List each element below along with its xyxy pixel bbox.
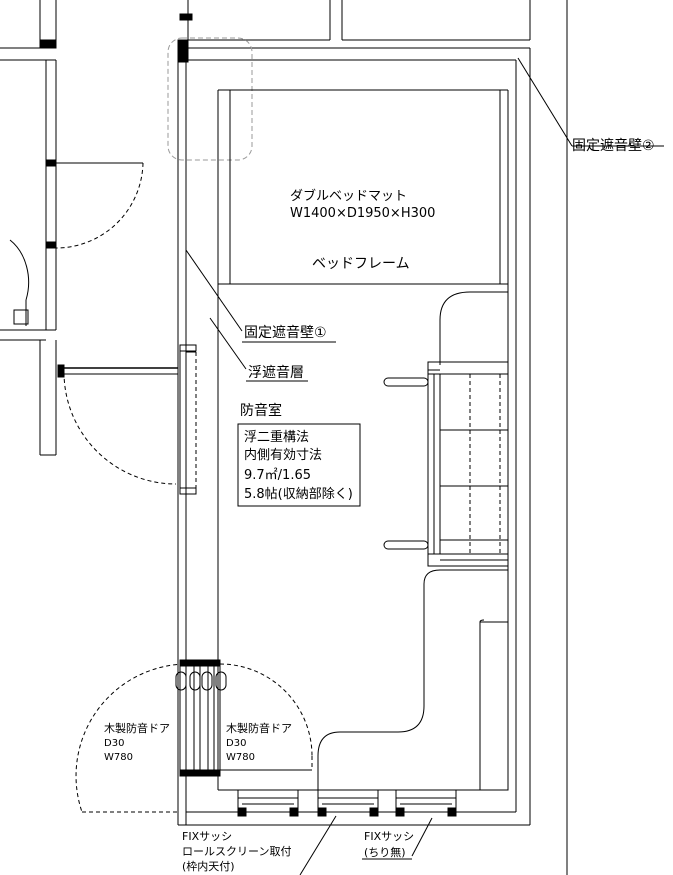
leader-lines xyxy=(185,57,664,875)
label-fixed-wall-2: 固定遮音壁② xyxy=(572,137,655,154)
left-neighbor-walls xyxy=(0,0,57,456)
label-door-right-name: 木製防音ドア xyxy=(226,721,292,735)
outer-fixed-wall xyxy=(177,39,531,826)
left-swing-door-upper xyxy=(55,162,144,249)
fix-sash-2 xyxy=(317,789,379,817)
spec-box xyxy=(237,423,361,507)
label-fix-right-1: FIXサッシ xyxy=(364,830,414,843)
left-swing-door-lower xyxy=(57,364,178,485)
label-fix-left-2: ロールスクリーン取付 xyxy=(182,845,291,858)
label-mattress-name: ダブルベッドマット xyxy=(290,188,407,204)
soundproof-double-door xyxy=(75,659,313,813)
label-bed-frame: ベッドフレーム xyxy=(312,256,410,272)
label-door-left-d: D30 xyxy=(104,738,124,749)
label-spec-tatami: 5.8帖(収納部除く) xyxy=(244,487,353,502)
label-spec-method: 浮二重構法 xyxy=(244,429,309,445)
label-door-right-d: D30 xyxy=(226,738,246,749)
storage-unit xyxy=(383,291,509,567)
label-fix-left-3: (枠内天付) xyxy=(182,859,235,873)
counter-unit xyxy=(317,569,509,791)
label-fix-left-1: FIXサッシ xyxy=(182,830,232,843)
label-floating-layer: 浮遮音層 xyxy=(248,364,304,381)
label-spec-dim: 内側有効寸法 xyxy=(244,447,322,463)
label-door-left-w: W780 xyxy=(104,752,133,763)
label-fixed-wall-1: 固定遮音壁① xyxy=(244,324,327,341)
label-mattress-size: W1400×D1950×H300 xyxy=(290,206,435,221)
label-fix-right-2: (ちり無) xyxy=(364,845,406,859)
label-door-left-name: 木製防音ドア xyxy=(104,721,170,735)
label-spec-area: 9.7㎡/1.65 xyxy=(244,468,311,483)
label-room-name: 防音室 xyxy=(240,402,282,419)
top-neighbor-walls xyxy=(179,0,531,41)
room-left-partition xyxy=(179,344,197,495)
fix-sash-1 xyxy=(237,789,299,817)
fix-sash-3 xyxy=(395,789,457,817)
double-bed xyxy=(218,90,508,285)
label-door-right-w: W780 xyxy=(226,752,255,763)
corner-highlight xyxy=(167,37,253,161)
